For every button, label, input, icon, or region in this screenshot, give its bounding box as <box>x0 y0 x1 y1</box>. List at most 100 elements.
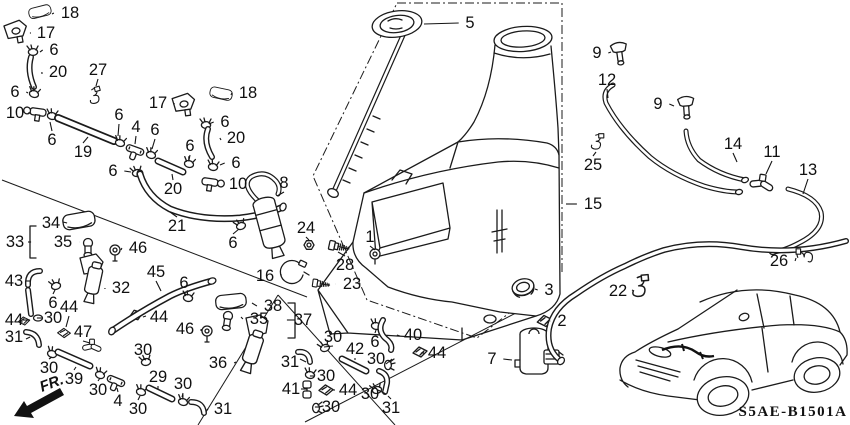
leader-line <box>369 245 376 251</box>
callout-6: 6 <box>10 83 19 101</box>
callout-29: 29 <box>149 368 167 386</box>
leader-line <box>142 315 147 318</box>
nozzle-35b <box>220 310 234 332</box>
clamp-6 <box>47 277 63 292</box>
fr-arrow-icon <box>14 388 64 418</box>
callout-13: 13 <box>799 161 817 179</box>
callout-6: 6 <box>114 106 123 124</box>
leader-line <box>592 151 597 157</box>
clamp-30 <box>302 366 317 380</box>
leader-line <box>802 178 809 195</box>
leader-line <box>97 377 101 382</box>
joint-11 <box>748 172 776 193</box>
fr-direction: FR. <box>14 371 66 418</box>
leader-line <box>95 78 99 87</box>
callout-6: 6 <box>370 333 379 351</box>
leader-line <box>62 221 68 224</box>
callout-20: 20 <box>164 180 182 198</box>
left-lower-tubes <box>17 268 217 416</box>
callout-6: 6 <box>48 294 57 312</box>
washer-jet-17a <box>2 18 30 46</box>
leader-line <box>230 92 233 96</box>
callout-6: 6 <box>179 274 188 292</box>
nozzle-body-36 <box>237 328 267 375</box>
callout-23: 23 <box>343 275 361 293</box>
clamp-6 <box>26 44 39 57</box>
leader-line <box>52 289 56 295</box>
callout-11: 11 <box>763 143 780 161</box>
leader-line <box>181 392 184 398</box>
callout-30: 30 <box>174 375 192 393</box>
leader-line <box>65 315 70 328</box>
washer-pump-8 <box>232 171 286 260</box>
callout-3: 3 <box>544 281 553 299</box>
leader-line <box>171 173 174 181</box>
callout-7: 7 <box>487 350 496 368</box>
callout-30: 30 <box>89 381 107 399</box>
callout-6: 6 <box>220 113 229 131</box>
bushing-1 <box>369 248 381 265</box>
phantom-frame <box>312 2 563 339</box>
leader-line <box>385 358 393 365</box>
center-tube-cluster <box>295 317 428 414</box>
callout-42: 42 <box>346 340 364 358</box>
callout-46: 46 <box>176 320 194 338</box>
grommet-46a <box>109 244 121 262</box>
cover-38 <box>214 292 248 311</box>
callout-35: 35 <box>250 310 268 328</box>
callout-16: 16 <box>256 267 274 285</box>
leader-line <box>669 103 675 107</box>
leader-line <box>765 160 773 175</box>
clamp-6 <box>26 85 42 100</box>
callout-20: 20 <box>49 63 67 81</box>
leader-line <box>374 329 377 334</box>
callout-27: 27 <box>89 61 107 79</box>
clip-22 <box>630 273 651 298</box>
joint-10a <box>21 105 48 123</box>
callout-30: 30 <box>367 350 385 368</box>
callout-28: 28 <box>336 256 354 274</box>
washer-reservoir <box>317 25 561 341</box>
leader-line <box>48 356 53 360</box>
leader-line <box>323 345 334 348</box>
leader-line <box>116 387 119 393</box>
callout-2: 2 <box>557 312 566 330</box>
callout-44: 44 <box>60 298 78 316</box>
leader-line <box>26 91 29 94</box>
callout-5: 5 <box>465 14 474 32</box>
leader-line <box>233 361 237 364</box>
callout-14: 14 <box>724 135 742 153</box>
leader-line <box>387 395 392 400</box>
callout-19: 19 <box>74 143 92 161</box>
leader-line <box>169 211 178 218</box>
callout-10: 10 <box>6 104 24 122</box>
rear-washer-tubes <box>545 40 849 366</box>
callout-6: 6 <box>231 154 240 172</box>
seal-44 <box>317 383 335 397</box>
callout-30: 30 <box>129 400 147 418</box>
callout-18: 18 <box>61 4 79 22</box>
clamp-30 <box>175 393 191 408</box>
callout-6: 6 <box>228 234 237 252</box>
callout-4: 4 <box>131 118 140 136</box>
callout-9: 9 <box>653 95 662 113</box>
callout-31: 31 <box>214 400 232 418</box>
front-hose-chain <box>2 3 287 223</box>
clamp-6 <box>205 158 220 172</box>
rear-jet-9b <box>676 95 696 121</box>
leader-line <box>25 336 31 340</box>
leader-line <box>337 251 346 257</box>
clamp-30 <box>133 383 149 398</box>
callout-8: 8 <box>279 174 288 192</box>
callout-6: 6 <box>185 137 194 155</box>
rear-jet-9a <box>609 40 630 67</box>
clamp-6 <box>112 134 128 149</box>
leader-line <box>219 137 222 141</box>
grommet-46b <box>201 325 213 343</box>
leader-line <box>396 334 401 337</box>
callout-9: 9 <box>592 44 601 62</box>
leader-line <box>534 288 538 291</box>
leader-line <box>134 135 137 145</box>
clamp-30 <box>92 365 108 381</box>
